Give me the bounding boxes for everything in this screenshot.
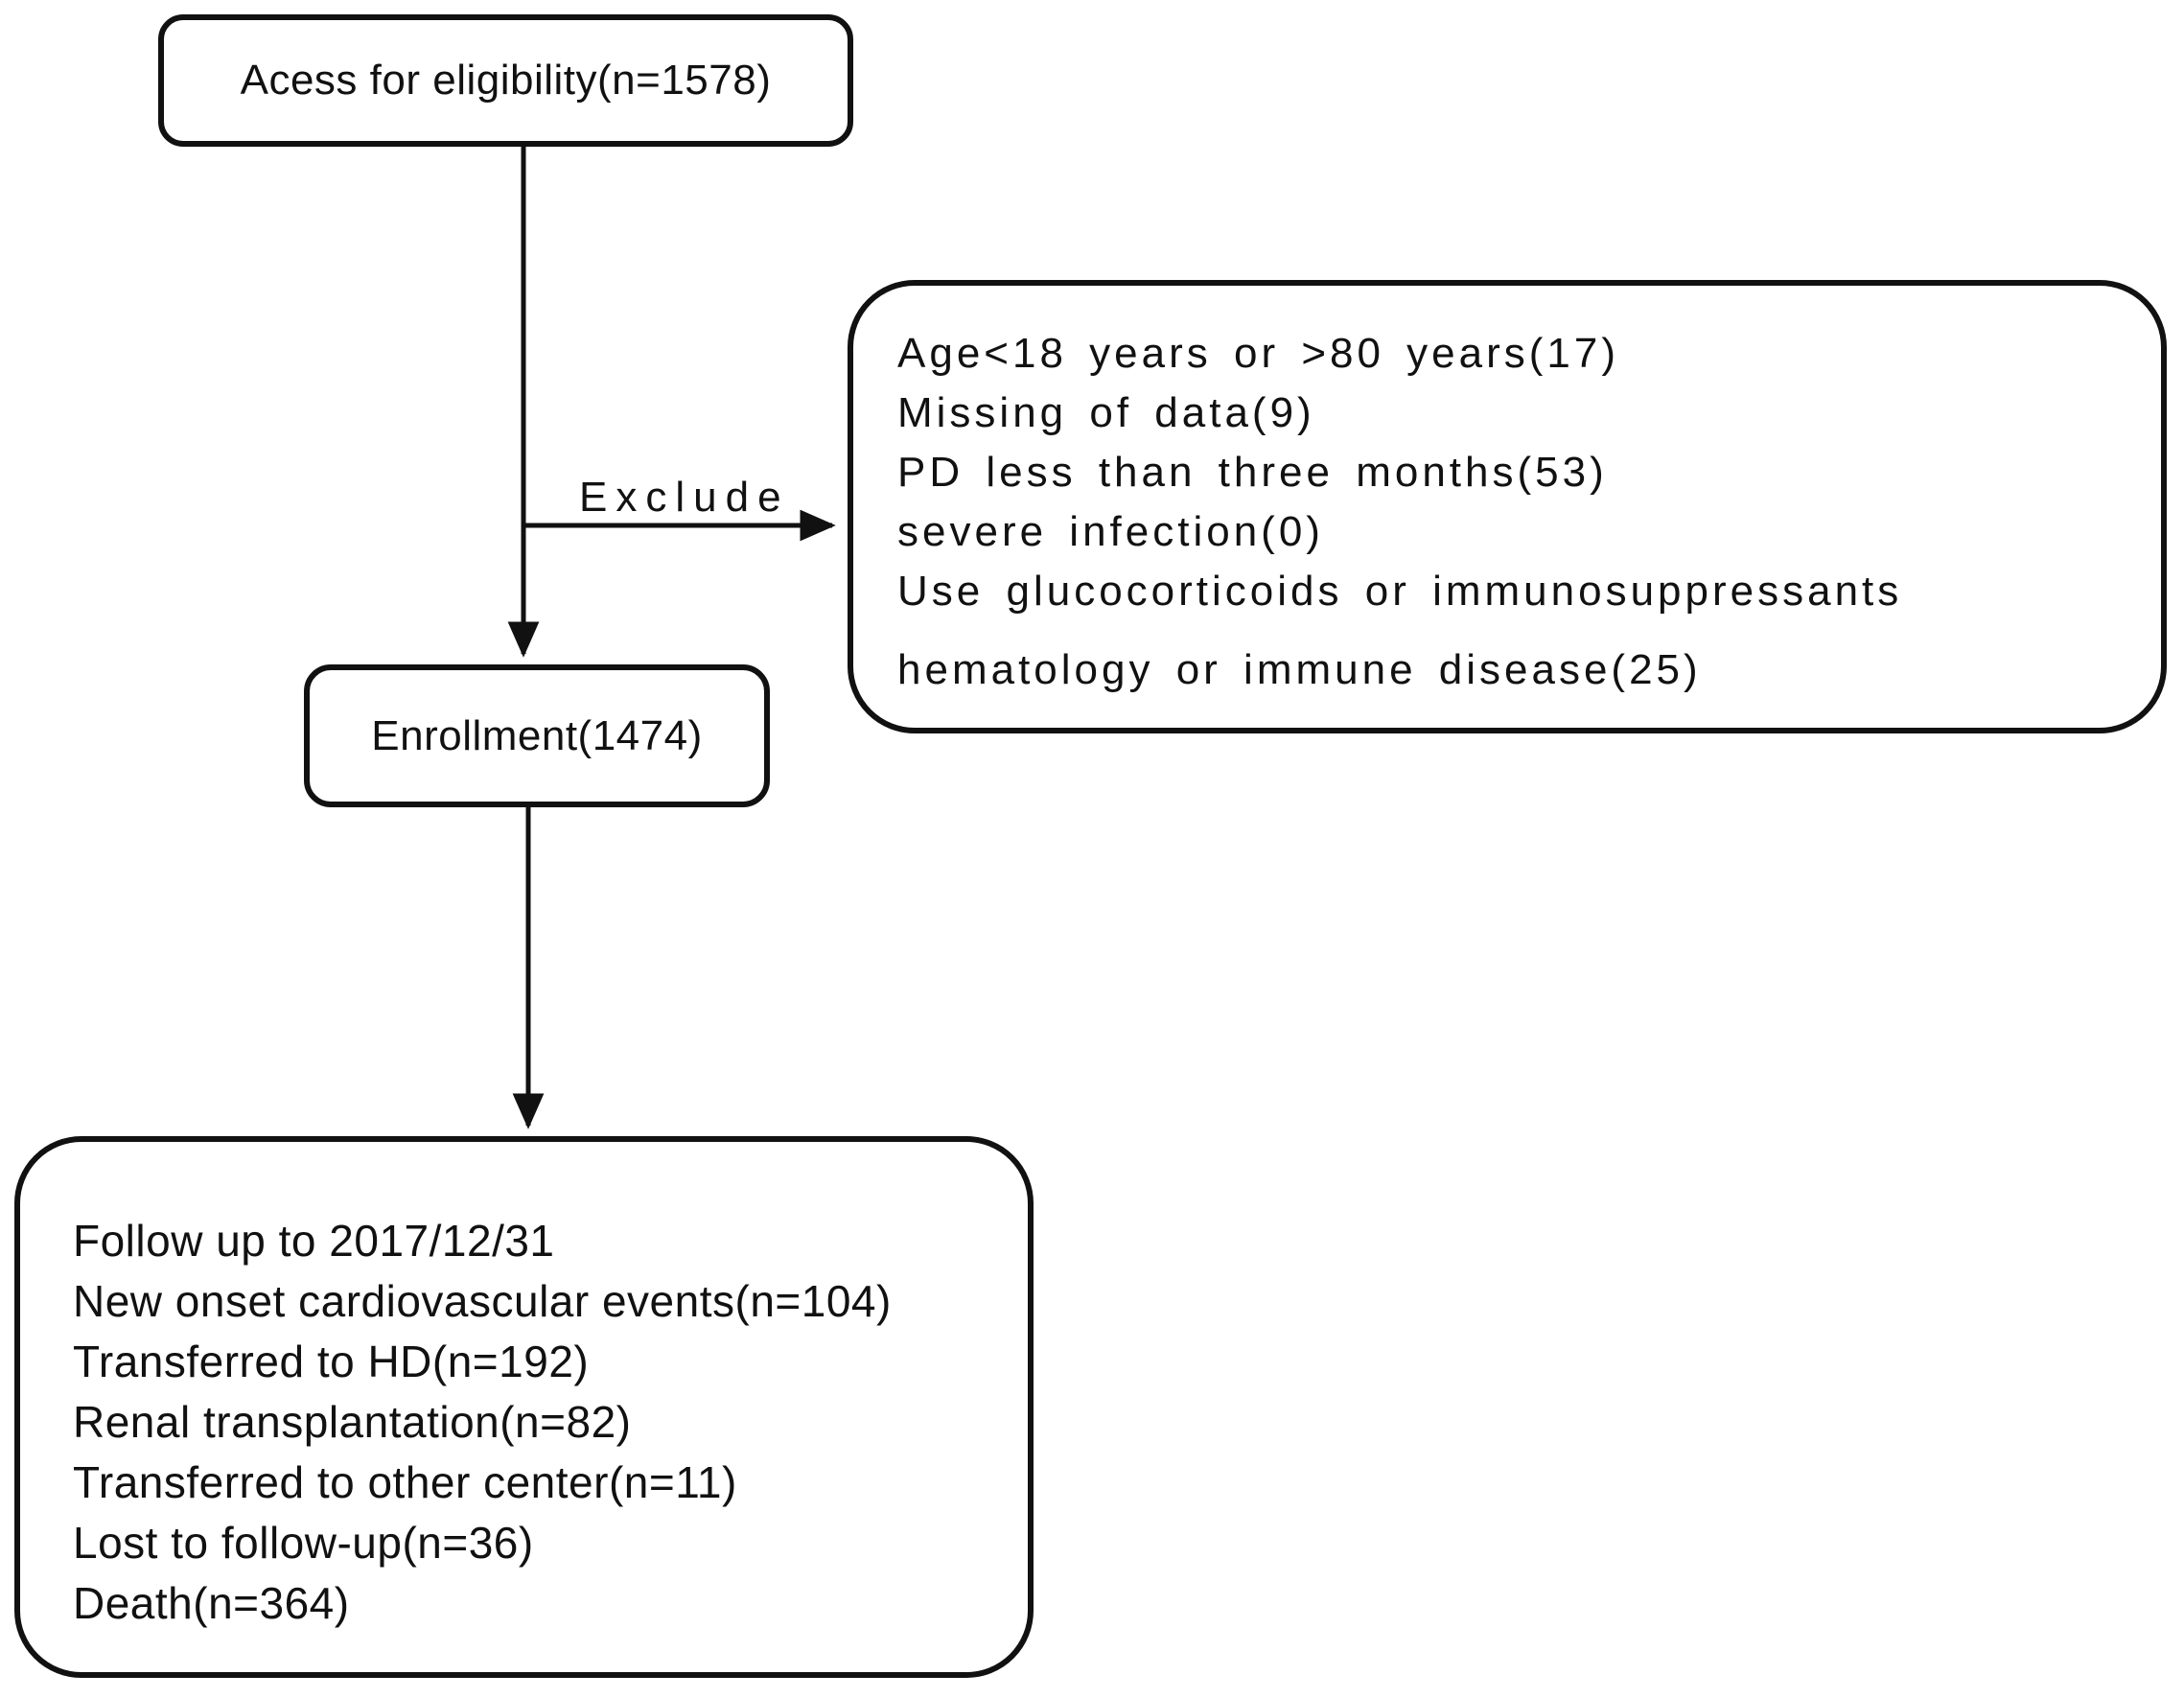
assess-eligibility-label: Acess for eligibility(n=1578) <box>240 57 772 104</box>
followup-outcome-line: Transferred to HD(n=192) <box>73 1337 590 1386</box>
followup-outcomes-box: Follow up to 2017/12/31 New onset cardio… <box>14 1136 1034 1678</box>
exclusion-criteria-box: Age<18 years or >80 years(17) Missing of… <box>848 280 2167 733</box>
followup-outcome-line: Renal transplantation(n=82) <box>73 1397 632 1447</box>
followup-outcome-line: Transferred to other center(n=11) <box>73 1457 737 1507</box>
exclusion-criteria-line: Missing of data(9) <box>897 389 1315 436</box>
enrollment-label: Enrollment(1474) <box>371 711 703 759</box>
exclude-edge-label: Exclude <box>579 474 790 521</box>
enrollment-box: Enrollment(1474) <box>304 664 770 807</box>
exclusion-criteria-line: PD less than three months(53) <box>897 449 1608 496</box>
exclusion-criteria-line: Age<18 years or >80 years(17) <box>897 330 1620 377</box>
exclusion-criteria-line: Use glucocorticoids or immunosuppressant… <box>897 568 1903 615</box>
followup-outcome-line: Follow up to 2017/12/31 <box>73 1216 555 1266</box>
exclusion-criteria-line: severe infection(0) <box>897 508 1324 555</box>
followup-outcome-line: New onset cardiovascular events(n=104) <box>73 1276 892 1326</box>
followup-outcome-line: Lost to follow-up(n=36) <box>73 1518 534 1568</box>
assess-eligibility-box: Acess for eligibility(n=1578) <box>158 14 853 147</box>
exclusion-criteria-line: hematology or immune disease(25) <box>897 646 1702 693</box>
followup-outcome-line: Death(n=364) <box>73 1578 350 1628</box>
